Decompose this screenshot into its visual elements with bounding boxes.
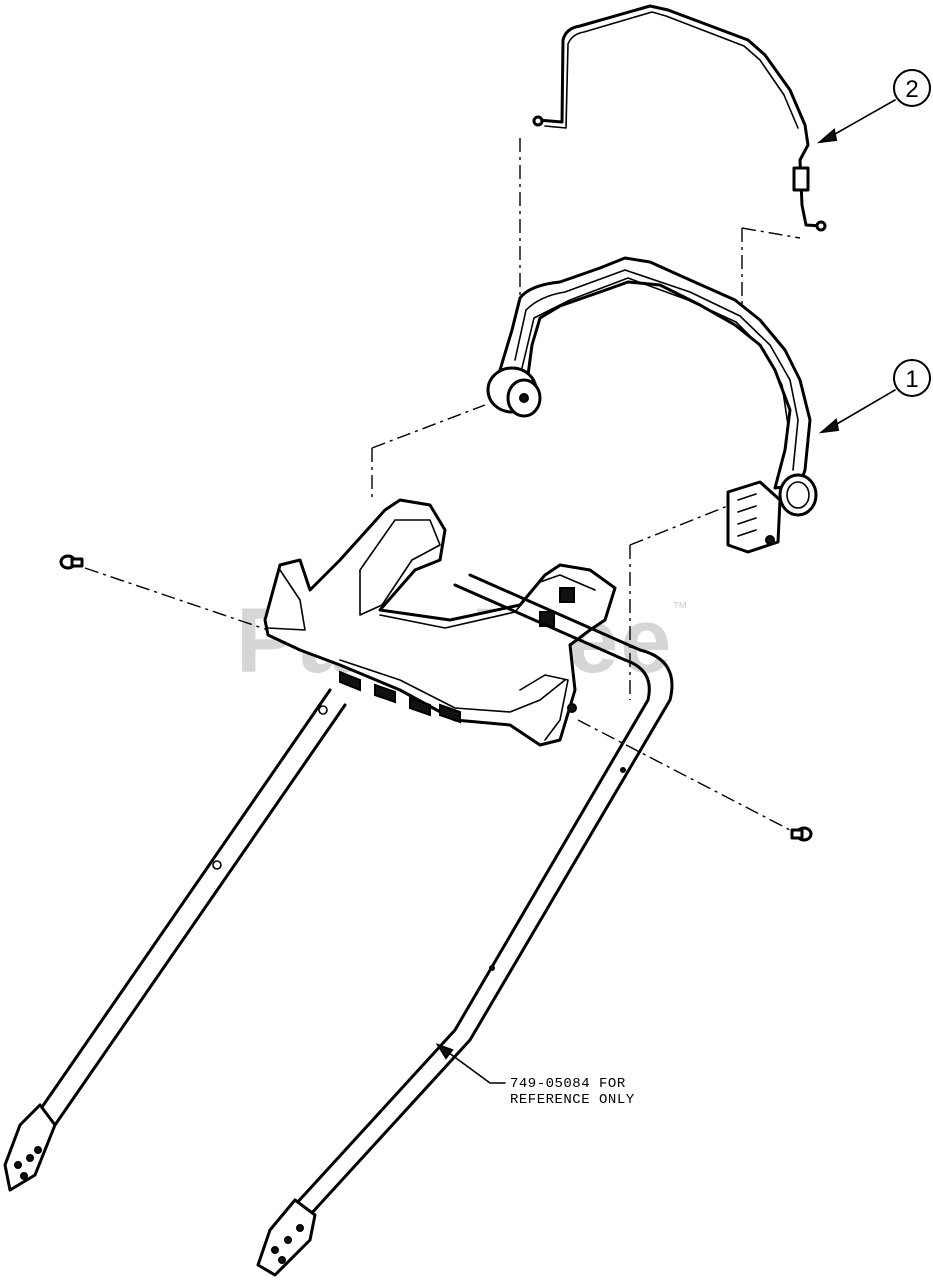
bail-end-right bbox=[815, 220, 827, 232]
pivot-knob-right bbox=[778, 473, 818, 517]
reference-note-line1: 749-05084 FOR bbox=[510, 1076, 626, 1092]
screw-left[interactable] bbox=[59, 554, 84, 570]
bail-clip bbox=[792, 166, 810, 192]
screw-right[interactable] bbox=[790, 826, 813, 842]
part-1-upper-handle[interactable] bbox=[486, 256, 818, 554]
reference-note-line2: REFERENCE ONLY bbox=[510, 1092, 635, 1108]
watermark-tm: ™ bbox=[672, 600, 688, 617]
part-2-bail-wire[interactable] bbox=[532, 4, 827, 232]
callout-1[interactable]: 1 bbox=[818, 359, 931, 434]
bail-end-left bbox=[532, 115, 544, 127]
lower-handle-foot-left bbox=[3, 1103, 57, 1192]
alignment-line bbox=[371, 404, 486, 500]
control-console[interactable] bbox=[263, 498, 617, 747]
alignment-line bbox=[577, 719, 791, 831]
console-slot bbox=[559, 587, 575, 603]
callout-2[interactable]: 2 bbox=[816, 69, 931, 144]
alignment-line bbox=[629, 504, 731, 700]
reference-note: 749-05084 FOR REFERENCE ONLY bbox=[435, 1043, 635, 1108]
callout-2-label: 2 bbox=[905, 76, 918, 103]
alignment-line bbox=[741, 227, 801, 239]
alignment-line bbox=[84, 567, 269, 631]
callout-1-label: 1 bbox=[905, 366, 918, 393]
lower-handle-reference bbox=[3, 573, 674, 1277]
